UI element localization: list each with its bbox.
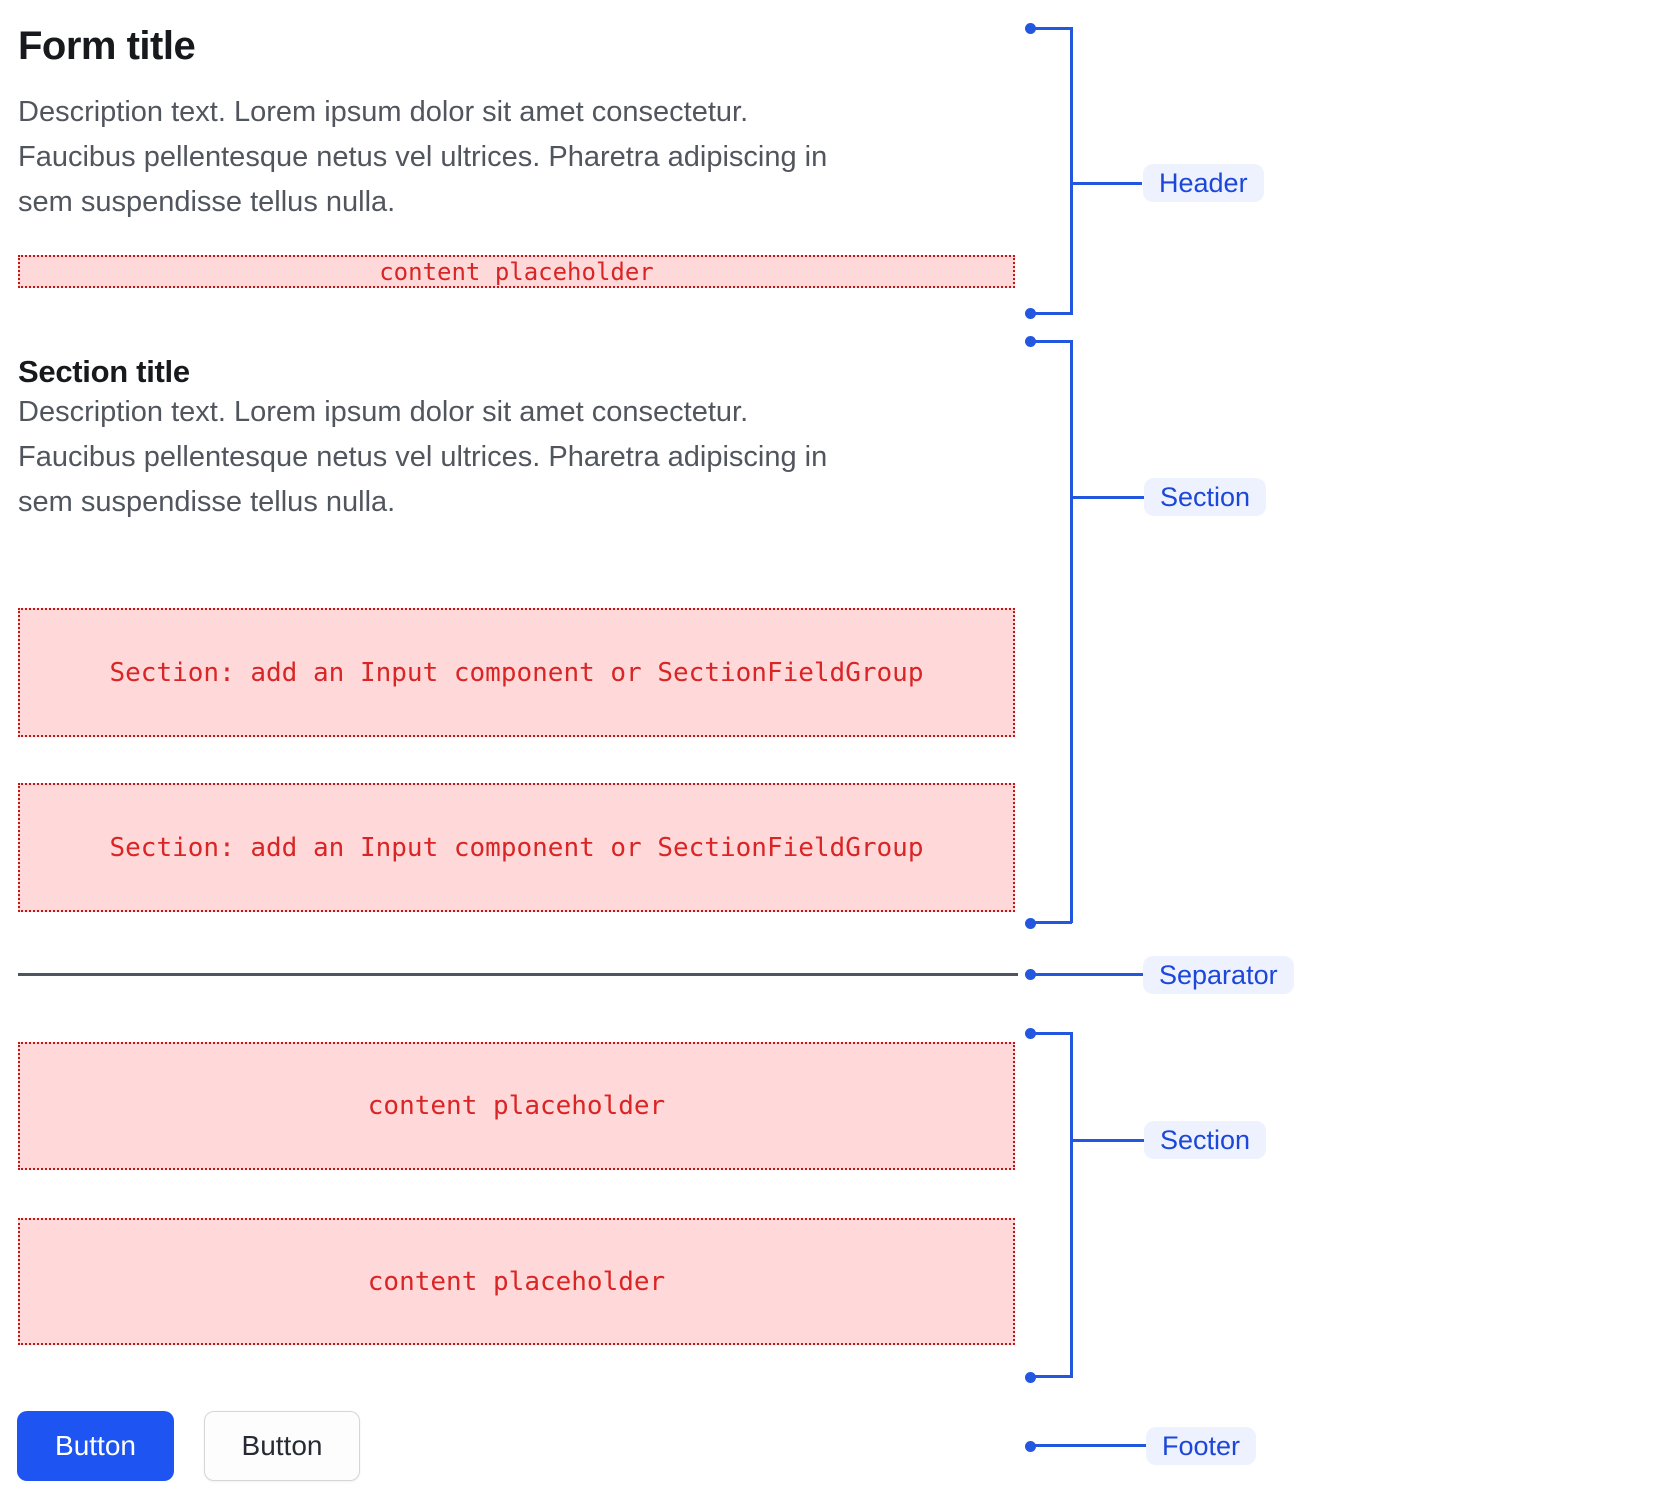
footer-dot [1025,1441,1036,1452]
section-input-slot: Section: add an Input component or Secti… [18,608,1015,737]
header-bracket-bottom-dot [1025,308,1036,319]
section2-callout-connector [1072,1139,1144,1142]
secondary-button[interactable]: Button [204,1411,360,1481]
content-placeholder-text: content placeholder [367,1266,666,1297]
footer-callout-label: Footer [1146,1427,1257,1465]
header-content-placeholder-slot: content placeholder [18,255,1015,288]
form-description: Description text. Lorem ipsum dolor sit … [18,96,828,218]
separator-callout-label: Separator [1143,956,1294,994]
section-bracket-vertical-line [1070,340,1073,923]
section-bracket-top-line [1030,340,1072,343]
section-bracket-bottom-dot [1025,918,1036,929]
section2-bracket-bottom-dot [1025,1372,1036,1383]
section-title: Section title [18,354,190,389]
form-title: Form title [18,24,196,68]
section2-callout-label: Section [1144,1121,1267,1159]
header-bracket-vertical-line [1070,27,1073,315]
content-placeholder-text: content placeholder [367,1091,666,1121]
separator-line [18,973,1018,976]
section-input-slot-text: Section: add an Input component or Secti… [109,832,924,863]
section2-bracket-top-line [1030,1032,1072,1035]
header-callout-label: Header [1143,164,1264,202]
header-callout-connector [1072,182,1142,185]
section-description: Description text. Lorem ipsum dolor sit … [18,396,828,518]
content-placeholder-slot: content placeholder [18,1042,1015,1170]
header-bracket-top-line [1030,27,1072,30]
header-content-placeholder-text: content placeholder [379,257,654,286]
section2-bracket-vertical-line [1070,1032,1073,1378]
footer-callout-connector [1030,1444,1146,1447]
section2-bracket-bottom-line [1030,1375,1072,1378]
primary-button[interactable]: Button [17,1411,174,1481]
header-bracket-bottom-line [1030,312,1072,315]
content-placeholder-slot: content placeholder [18,1218,1015,1345]
section-callout-label: Section [1144,478,1267,516]
section-bracket-bottom-line [1030,921,1072,924]
separator-callout-connector [1030,973,1143,976]
section-input-slot: Section: add an Input component or Secti… [18,783,1015,912]
section-callout-connector [1072,496,1144,499]
section-input-slot-text: Section: add an Input component or Secti… [109,657,924,688]
